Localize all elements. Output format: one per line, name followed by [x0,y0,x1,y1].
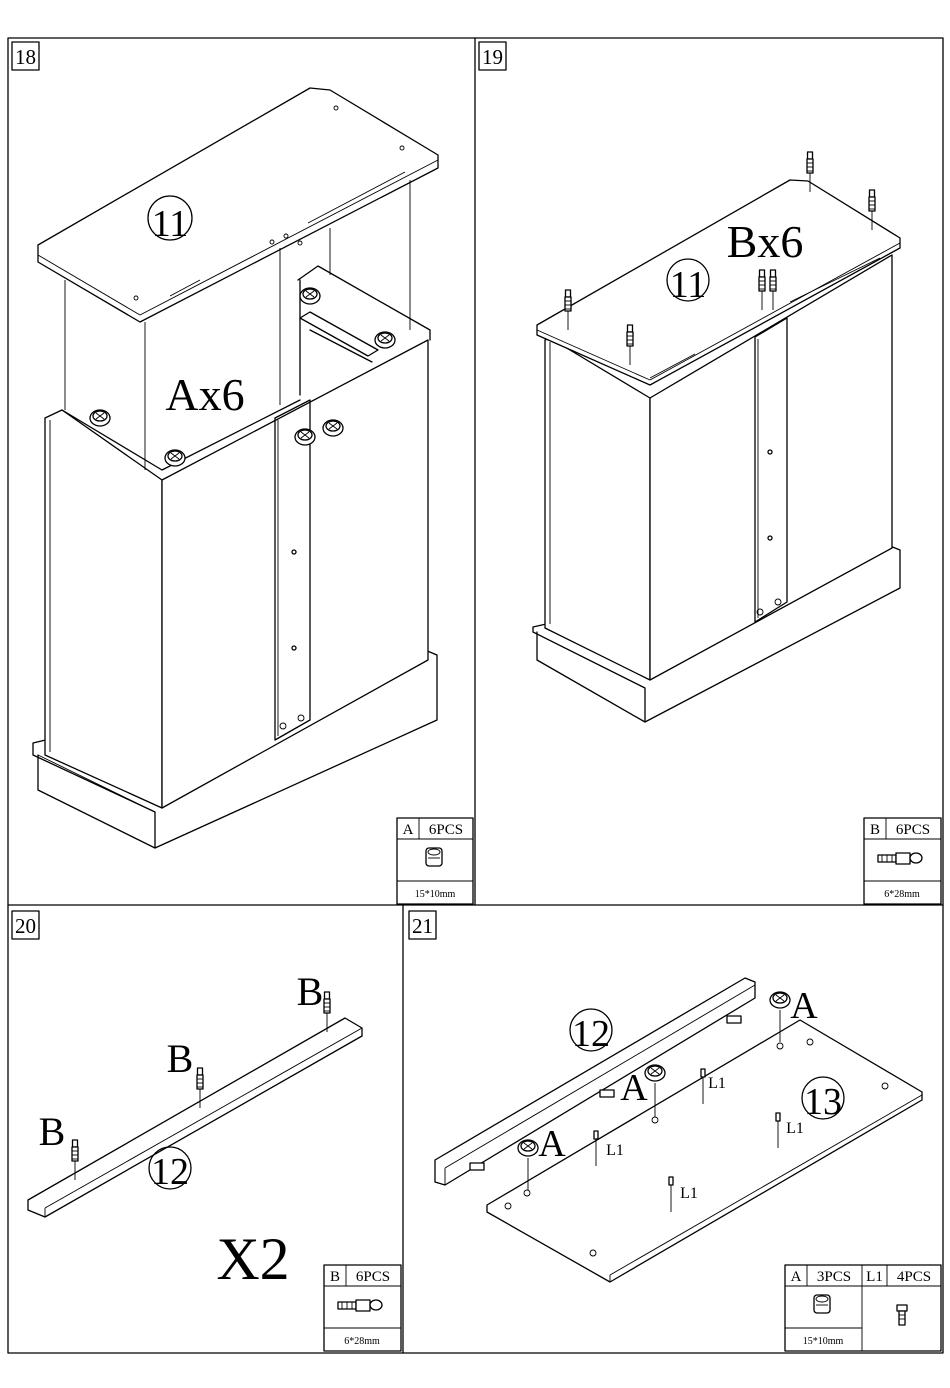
parts-box: B 6PCS 6*28mm [324,1265,401,1351]
pin-label: L1 [786,1120,804,1137]
cabinet-carcass-illustration [33,88,438,848]
parts-box: B 6PCS 6*28mm [864,818,941,904]
bolt-label: B [297,969,324,1014]
part-qty: 6PCS [896,822,930,838]
panel-label: 11 [670,264,707,306]
part-code: A [791,1269,802,1285]
cabinet-carcass-illustration [533,152,900,722]
panel-label: 12 [572,1013,610,1055]
pin-label: L1 [606,1142,624,1159]
cam-lock-fitting-icon [426,848,442,866]
part-code: L1 [866,1269,883,1285]
part-qty: 3PCS [817,1269,851,1285]
step-20: 20 B B B 12 X2 B 6PCS [12,911,401,1351]
step-21: 21 [409,911,941,1351]
multiplier-label: X2 [216,1226,289,1292]
step-number: 18 [15,45,36,69]
cam-lock-fitting-icon [814,1295,830,1313]
step-18: 18 [12,42,473,904]
pin-label: L1 [708,1075,726,1092]
parts-box: A 3PCS 15*10mm L1 4PCS [785,1265,941,1351]
cam-bolt-icon [338,1300,382,1311]
part-size: 6*28mm [884,889,920,900]
rail-panel-illustration [28,992,362,1217]
step-number: 21 [412,914,433,938]
step-19: 19 [479,42,941,904]
part-qty: 6PCS [429,822,463,838]
step-number: 20 [15,914,36,938]
pin-label: L1 [680,1185,698,1202]
part-size: 15*10mm [803,1336,844,1347]
hardware-quantity-label: Bx6 [727,216,804,267]
cam-bolt-icon [878,853,922,864]
part-size: 15*10mm [415,889,456,900]
cam-label: A [620,1067,648,1109]
cam-label: A [790,985,818,1027]
part-code: B [330,1269,340,1285]
parts-box: A 6PCS 15*10mm [397,818,473,904]
part-size: 6*28mm [344,1336,380,1347]
panel-label: 12 [151,1151,189,1193]
bolt-label: B [167,1036,194,1081]
part-qty: 6PCS [356,1269,390,1285]
panel-label: 13 [804,1081,842,1123]
step-number: 19 [482,45,503,69]
part-qty: 4PCS [897,1269,931,1285]
shelf-pin-icon [897,1305,907,1325]
part-code: A [403,822,414,838]
panel-label: 11 [152,203,189,245]
hardware-quantity-label: Ax6 [165,369,244,420]
part-code: B [870,822,880,838]
cam-label: A [538,1123,566,1165]
panel-assembly-illustration [435,978,922,1282]
bolt-label: B [39,1109,66,1154]
